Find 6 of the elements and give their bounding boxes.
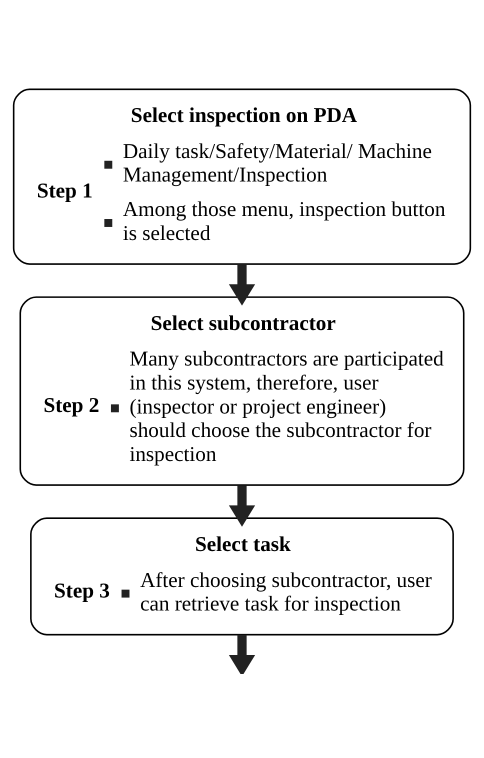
node-box: Select subcontractor Step 2 Many subcontractors are participated in this system, therefore, user (inspector or project engineer) should choose the subcontractor for inspection [19,296,465,486]
arrow [228,634,256,674]
arrow [228,264,256,306]
arrow [228,485,256,527]
node-box: Select task Step 3 After choosing subcontractor, user can retrieve task for inspection [30,517,454,636]
node-box: Select inspection on PDA Step 1 Daily task/Safety/Material/ Machine Management/Inspection Among those menu, inspection button is selected [12,88,472,265]
